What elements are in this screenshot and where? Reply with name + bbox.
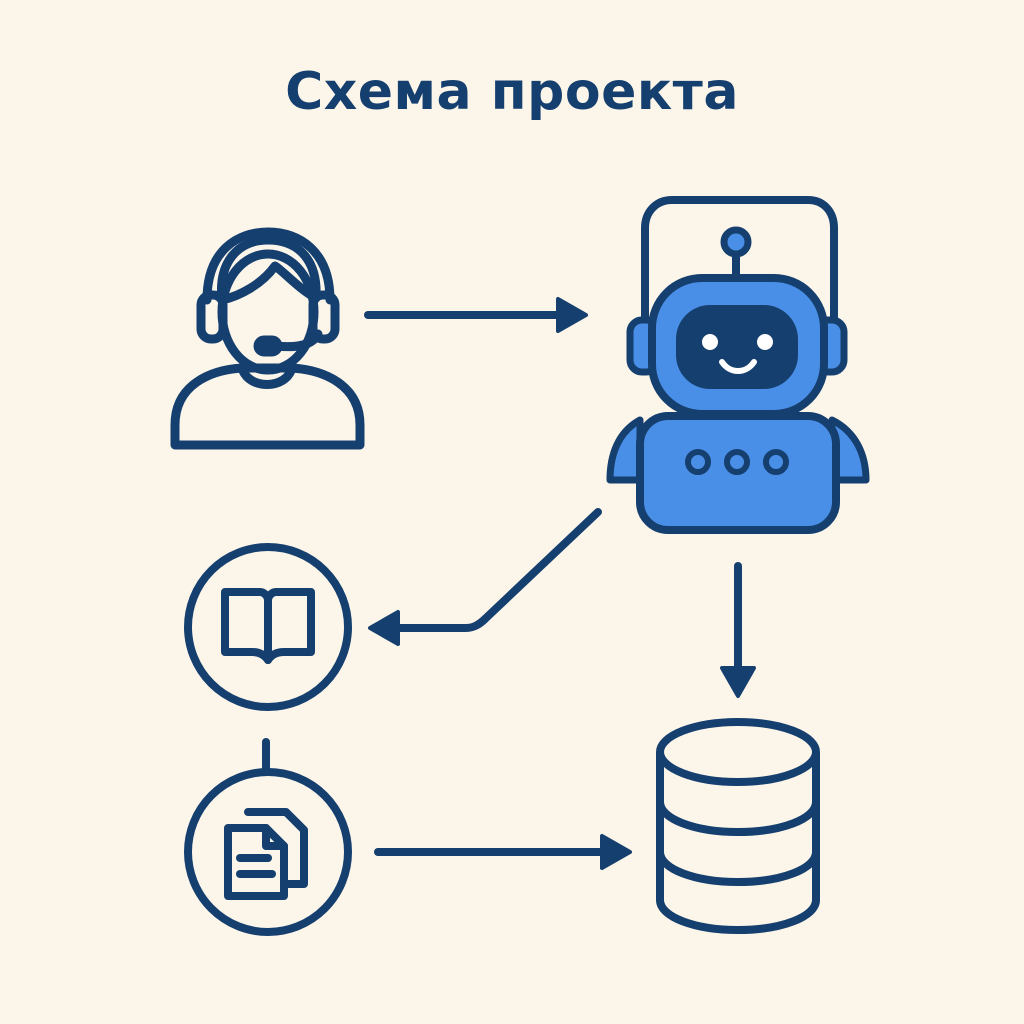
robot-arm-right xyxy=(828,416,870,484)
documents-icon xyxy=(184,768,352,936)
document-fold xyxy=(262,824,288,850)
arrow-operator-to-bot xyxy=(364,297,588,333)
operator-ear-left xyxy=(196,290,228,344)
robot-screen xyxy=(676,305,798,389)
robot-antenna-tip xyxy=(720,226,752,258)
operator-headband xyxy=(202,227,335,305)
arrow-documents-to-database xyxy=(374,834,632,870)
operator-mic xyxy=(253,335,283,357)
arrow-bot-to-database xyxy=(720,562,756,698)
open-book-icon xyxy=(184,543,352,711)
database-ring-2 xyxy=(656,851,820,886)
headset-operator-icon xyxy=(170,227,365,450)
robot-arm-left xyxy=(606,416,644,484)
database-icon xyxy=(656,718,820,934)
robot-eye-right xyxy=(757,334,773,350)
chatbot-robot-icon xyxy=(606,196,870,534)
database-top xyxy=(656,718,820,786)
robot-eye-left xyxy=(702,334,718,350)
robot-smile xyxy=(719,359,757,374)
robot-button-1 xyxy=(685,449,711,475)
robot-button-2 xyxy=(724,449,750,475)
arrow-bot-to-book xyxy=(368,508,602,646)
document-front xyxy=(224,824,288,900)
book-circle xyxy=(184,543,352,711)
edges xyxy=(364,297,756,870)
operator-neck xyxy=(237,363,297,389)
document-back xyxy=(244,808,308,888)
robot-frame xyxy=(641,196,838,330)
operator-body xyxy=(170,363,365,450)
book-left-page xyxy=(221,588,272,664)
diagram-title: Схема проекта xyxy=(285,62,739,122)
database-sides xyxy=(656,752,820,934)
robot-button-3 xyxy=(763,449,789,475)
book-right-page xyxy=(264,588,315,664)
operator-ear-right xyxy=(308,290,340,344)
documents-circle xyxy=(184,768,352,936)
database-ring-1 xyxy=(656,801,820,836)
